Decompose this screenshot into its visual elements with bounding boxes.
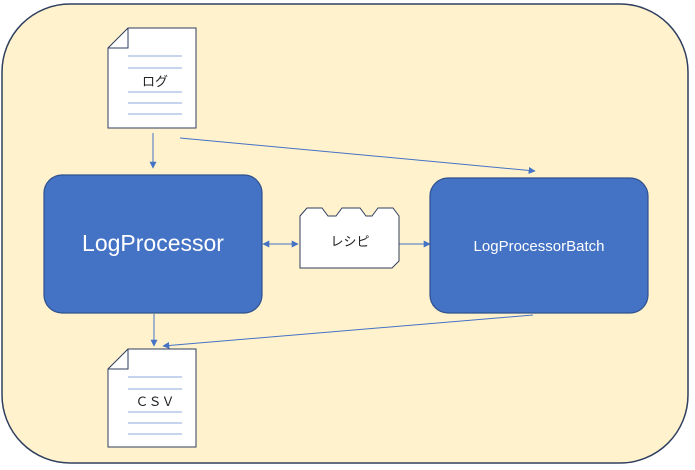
- logprocessorbatch-node: LogProcessorBatch: [429, 177, 649, 314]
- arrow-log-to-logprocessorbatch: [179, 137, 536, 174]
- logprocessorbatch-box: [429, 177, 649, 314]
- recipe-label: レシピ: [330, 235, 369, 250]
- arrow-logprocessorbatch-to-csv: [162, 314, 534, 349]
- recipe-node: レシピ: [299, 207, 400, 269]
- logprocessor-node: LogProcessor: [43, 174, 263, 314]
- csv-document-fold: [108, 349, 129, 370]
- csv-document-label: ＣＳＶ: [135, 395, 174, 410]
- logprocessorbatch-label: LogProcessorBatch: [474, 238, 605, 255]
- csv-document: ＣＳＶ: [107, 348, 197, 448]
- csv-document-lines: [128, 376, 182, 435]
- connectors: [149, 133, 536, 349]
- log-document-label: ログ: [142, 75, 168, 90]
- logprocessor-box: [43, 174, 263, 314]
- log-document-lines: [128, 55, 182, 115]
- logprocessor-label: LogProcessor: [82, 230, 224, 256]
- log-document-fold: [108, 28, 129, 49]
- log-document: ログ: [107, 27, 197, 129]
- recipe-shape: [299, 207, 400, 269]
